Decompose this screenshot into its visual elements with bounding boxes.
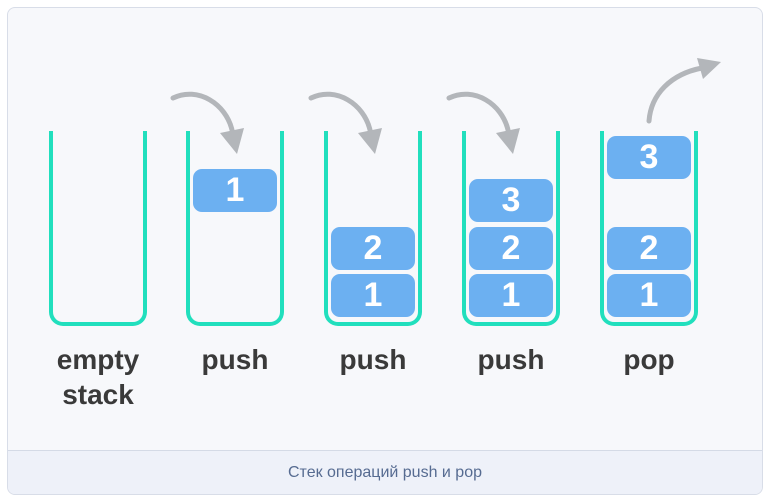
stack-label-empty: empty stack — [56, 344, 140, 410]
push-arrow-icon — [308, 91, 382, 154]
stack-block-pop-2: 2 — [607, 227, 691, 270]
stack-label-pop: pop — [623, 344, 675, 375]
stack-label-push-3: push — [477, 344, 545, 375]
caption-bar: Стек операций push и pop — [8, 450, 762, 494]
stack-block-push-3-3: 3 — [469, 179, 553, 222]
stack-block-pop-1: 1 — [607, 274, 691, 317]
stack-block-push-3-1: 1 — [469, 274, 553, 317]
stack-container-empty — [49, 131, 147, 326]
push-arrow-icon — [446, 91, 520, 154]
stack-block-push-2-1: 1 — [331, 274, 415, 317]
stack-block-push-3-2: 2 — [469, 227, 553, 270]
push-arrow-icon — [170, 91, 244, 154]
stack-block-pop-3: 3 — [607, 136, 691, 179]
stack-label-push-1: push — [201, 344, 269, 375]
figure-caption: Стек операций push и pop — [287, 463, 482, 481]
stack-block-push-1-1: 1 — [193, 169, 277, 212]
stack-block-push-2-2: 2 — [331, 227, 415, 270]
stack-container-push-1: 1 — [186, 131, 284, 326]
stack-label-push-2: push — [339, 344, 407, 375]
pop-arrow-icon — [646, 58, 721, 124]
